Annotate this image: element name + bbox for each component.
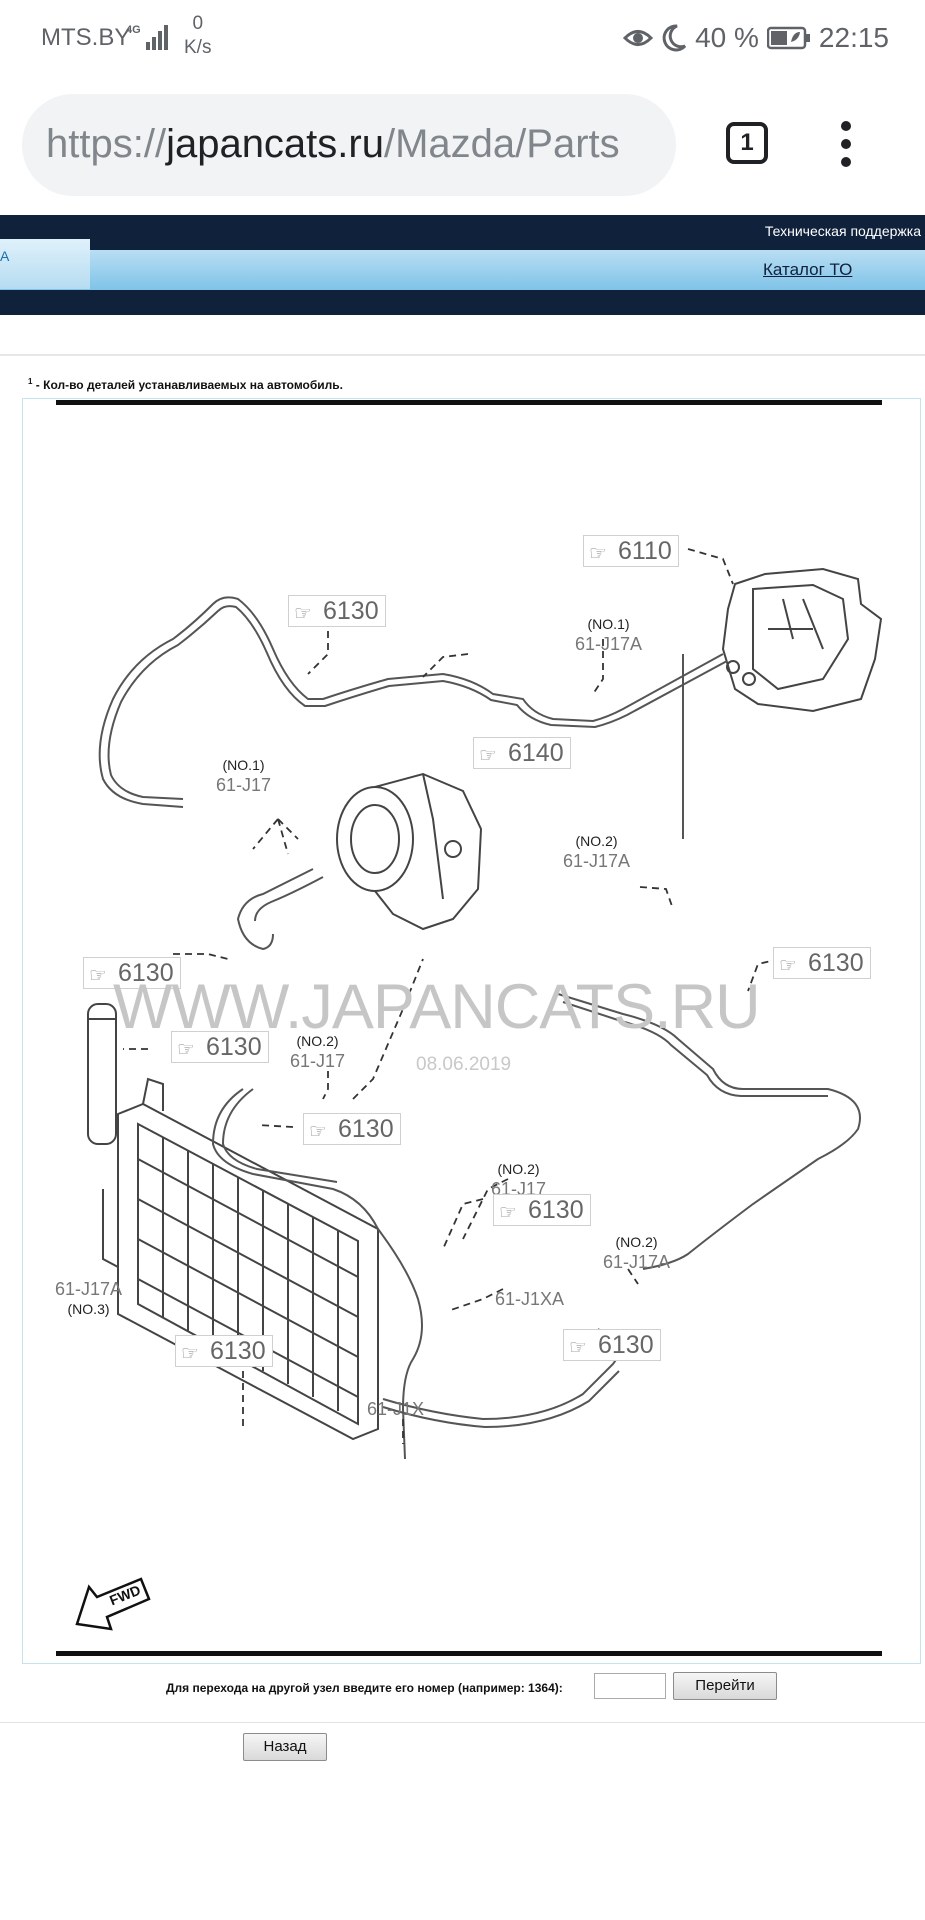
compressor — [336, 772, 483, 931]
hose-upper — [98, 596, 724, 808]
part-label-6130[interactable]: ☞6130 — [288, 595, 386, 627]
speed-unit: K/s — [184, 37, 212, 58]
status-right: 40 % 22:15 — [623, 20, 889, 56]
divider — [0, 354, 925, 356]
part-label-6130[interactable]: ☞6130 — [175, 1335, 273, 1367]
diagram-bottom-rule — [56, 1651, 882, 1656]
moon-icon — [662, 24, 687, 52]
receiver-drier — [87, 1003, 117, 1145]
catalog-to-link[interactable]: Каталог ТО — [763, 260, 853, 279]
goto-label: Для перехода на другой узел введите его … — [166, 1681, 563, 1695]
part-label-6130[interactable]: ☞6130 — [83, 957, 181, 989]
connector-code[interactable]: 61-J1X — [367, 1399, 425, 1419]
footnote: 1 - Кол-во деталей устанавливаемых на ав… — [28, 377, 343, 392]
connector-code[interactable]: (NO.2)61-J17 — [491, 1161, 547, 1199]
battery-percent: 40 % — [695, 22, 759, 53]
part-label-6140[interactable]: ☞6140 — [473, 737, 571, 769]
url-scheme: https:// — [46, 122, 167, 166]
pointing-hand-icon: ☞ — [779, 955, 797, 977]
eye-icon — [623, 30, 654, 46]
hose-right — [557, 993, 861, 1270]
divider — [0, 1722, 925, 1723]
go-button[interactable]: Перейти — [673, 1672, 777, 1700]
evaporator-unit — [721, 567, 883, 713]
connector-code[interactable]: 61-J1XA — [495, 1289, 565, 1309]
parts-diagram[interactable]: ☞6110 ☞6130 (NO.1)61-J17A ☞6140 (NO.1)61… — [22, 398, 921, 1664]
connector-code[interactable]: (NO.1)61-J17A — [575, 616, 643, 654]
watermark: WWW.JAPANCATS.RU — [113, 972, 761, 1042]
part-label-6130[interactable]: ☞6130 — [171, 1031, 269, 1063]
pointing-hand-icon: ☞ — [181, 1343, 199, 1365]
hose-lower — [211, 1088, 423, 1460]
watermark-date: 08.06.2019 — [416, 1054, 512, 1075]
goto-node-form: Для перехода на другой узел введите его … — [0, 1668, 925, 1710]
speed-value: 0 — [192, 13, 204, 34]
connector-code[interactable]: (NO.1)61-J17 — [216, 757, 272, 795]
hose-compressor — [236, 868, 314, 951]
carrier-name: MTS.BY — [41, 24, 131, 51]
condenser — [102, 1077, 379, 1441]
header-bottom-stripe — [0, 290, 925, 315]
support-link[interactable]: Техническая поддержка — [764, 223, 921, 239]
status-bar: MTS.BY 4G 0 K/s 40 % 22:15 — [0, 0, 925, 78]
part-label-6130[interactable]: ☞6130 — [303, 1113, 401, 1145]
footnote-text: - Кол-во деталей устанавливаемых на авто… — [32, 378, 343, 392]
connector-code[interactable]: (NO.2)61-J17A — [563, 833, 631, 871]
part-label-6130[interactable]: ☞6130 — [493, 1194, 591, 1226]
pointing-hand-icon: ☞ — [479, 745, 497, 767]
connector-code[interactable]: (NO.2)61-J17 — [290, 1033, 346, 1071]
url-host: japancats.ru — [166, 122, 384, 166]
menu-band — [0, 250, 925, 290]
connector-code[interactable]: (NO.2)61-J17A — [603, 1234, 671, 1272]
clock: 22:15 — [818, 22, 889, 53]
svg-text:4G: 4G — [126, 24, 141, 36]
part-label-6110[interactable]: ☞6110 — [583, 535, 679, 567]
fwd-arrow — [75, 1577, 151, 1631]
back-button[interactable]: Назад — [243, 1733, 327, 1761]
diagram-top-rule — [56, 400, 882, 405]
site-header: Техническая поддержка A Каталог ТО — [0, 215, 925, 315]
network-speed: 0 K/s — [184, 12, 211, 60]
menu-tab-left[interactable]: A — [0, 239, 90, 289]
tab-switcher-button[interactable]: 1 — [726, 122, 768, 164]
url-path: /Mazda/Parts — [383, 122, 620, 166]
connector-code[interactable]: 61-J17A(NO.3) — [55, 1279, 123, 1317]
signal-icon: 4G — [126, 24, 168, 50]
pointing-hand-icon: ☞ — [569, 1337, 587, 1359]
node-number-input[interactable] — [594, 1673, 666, 1699]
more-menu-icon[interactable] — [840, 120, 852, 168]
pointing-hand-icon: ☞ — [177, 1039, 195, 1061]
url-bar[interactable]: https://japancats.ru/Mazda/Parts — [22, 94, 676, 196]
part-label-6130[interactable]: ☞6130 — [773, 947, 871, 979]
browser-toolbar: https://japancats.ru/Mazda/Parts 1 — [0, 78, 925, 214]
url-text[interactable]: https://japancats.ru/Mazda/Parts — [46, 122, 620, 167]
pointing-hand-icon: ☞ — [589, 543, 607, 565]
pointing-hand-icon: ☞ — [309, 1121, 327, 1143]
part-label-6130[interactable]: ☞6130 — [563, 1329, 661, 1361]
pointing-hand-icon: ☞ — [294, 603, 312, 625]
pointing-hand-icon: ☞ — [499, 1202, 517, 1224]
pointing-hand-icon: ☞ — [89, 965, 107, 987]
battery-icon — [766, 26, 810, 50]
footnote-mark: 1 — [28, 377, 33, 386]
